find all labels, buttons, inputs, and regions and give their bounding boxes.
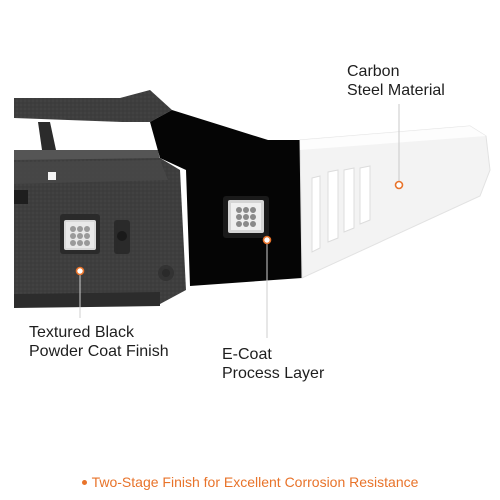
e-coat-label-line1: E-Coat <box>222 346 272 363</box>
textured-black-label-line1: Textured Black <box>29 324 134 341</box>
callout-textured-black <box>75 266 85 318</box>
bullet-icon <box>81 479 87 485</box>
e-coat-label: E-Coat Process Layer <box>222 345 324 383</box>
carbon-steel-section <box>299 125 491 279</box>
textured-black-label-line2: Powder Coat Finish <box>29 343 169 360</box>
footer-text: Two-Stage Finish for Excellent Corrosion… <box>91 474 419 490</box>
led-pod-light-icon <box>60 214 100 254</box>
carbon-steel-label: Carbon Steel Material <box>347 62 445 100</box>
e-coat-label-line2: Process Layer <box>222 365 325 382</box>
callout-dot-icon <box>262 235 272 245</box>
carbon-steel-label-line2: Steel Material <box>347 82 445 99</box>
callout-dot-icon <box>394 180 404 190</box>
callout-e-coat <box>262 235 272 338</box>
callout-dot-icon <box>75 266 85 276</box>
footer-caption: Two-Stage Finish for Excellent Corrosion… <box>0 474 500 490</box>
led-pod-light-icon <box>223 196 269 238</box>
carbon-steel-label-line1: Carbon <box>347 63 400 80</box>
textured-black-label: Textured Black Powder Coat Finish <box>29 323 169 361</box>
callout-carbon-steel <box>394 104 404 190</box>
